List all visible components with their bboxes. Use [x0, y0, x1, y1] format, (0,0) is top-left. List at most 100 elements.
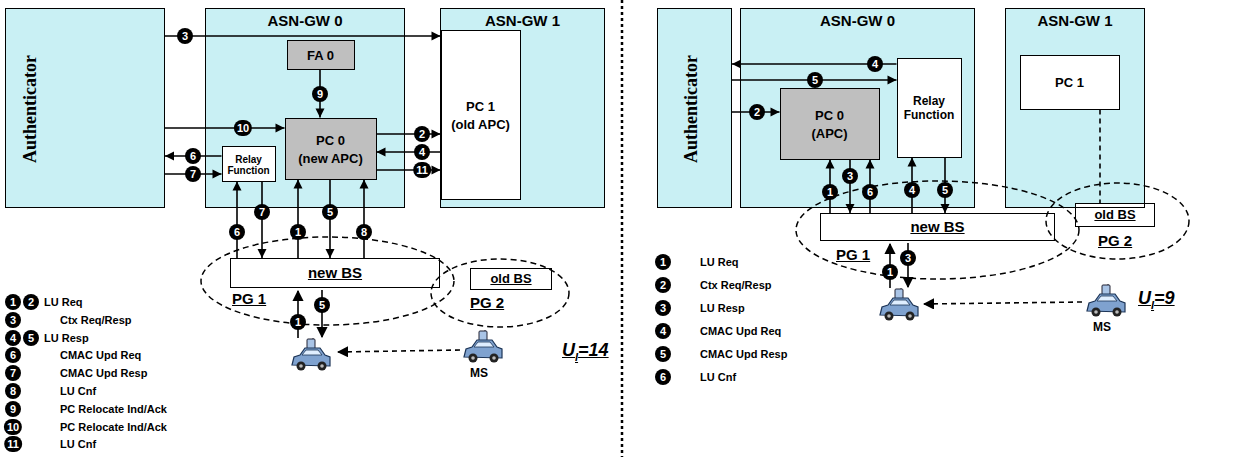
- callout-number: 3: [177, 28, 193, 44]
- callout-number: 4: [867, 56, 883, 72]
- callout-number: 5: [807, 72, 823, 88]
- node-label: (APC): [811, 124, 847, 142]
- arrow-head: [771, 108, 780, 117]
- callout-number: 10: [4, 419, 22, 435]
- arrow-head: [326, 249, 335, 258]
- legend-text: Ctx Req/Resp: [700, 279, 772, 291]
- arrow-head: [258, 249, 267, 258]
- callout-number: 1: [882, 264, 898, 280]
- connector-line: [377, 169, 441, 171]
- arrow-head: [908, 158, 917, 167]
- node-label: Relay Function: [223, 151, 275, 177]
- connector: [1100, 110, 1101, 204]
- connector-line: [377, 133, 441, 135]
- node-label: ASN-GW 1: [441, 9, 604, 29]
- arrow-head: [377, 148, 386, 157]
- arrow-head: [941, 204, 950, 213]
- legend-text: Ctx Req/Resp: [60, 314, 132, 326]
- node-label: new BS: [910, 218, 964, 235]
- car-icon: [292, 336, 330, 371]
- node-label: Relay Function: [898, 92, 961, 123]
- function-box: new BS: [820, 213, 1055, 241]
- connector: [294, 180, 303, 259]
- function-box: Relay Function: [222, 146, 276, 182]
- gateway-box: ASN-GW 0FA 0Relay FunctionPC 0(new APC): [205, 8, 405, 208]
- paging-group-ellipse: PG 2 old BS: [1045, 182, 1190, 260]
- callout-number: 7: [185, 166, 201, 182]
- callout-number: 5: [937, 182, 953, 198]
- function-box: PC 0(APC): [780, 88, 880, 160]
- node-label: ASN-GW 0: [741, 9, 974, 29]
- callout-number: 4: [655, 323, 671, 339]
- connector: [377, 148, 441, 157]
- callout-number: 4: [5, 330, 21, 346]
- function-box: Relay Function: [897, 58, 962, 158]
- callout-number: 11: [4, 436, 22, 452]
- divider-line: [621, 0, 624, 457]
- formula-part: I: [1151, 299, 1154, 311]
- car-icon: [1087, 282, 1125, 317]
- node-label: PC 0: [316, 131, 345, 149]
- node-label: old BS: [490, 272, 531, 287]
- connector: [233, 182, 242, 259]
- callout-number: 8: [5, 383, 21, 399]
- callout-number: 3: [5, 312, 21, 328]
- callout-number: 6: [862, 184, 878, 200]
- arrow-head: [294, 180, 303, 189]
- legend-text: CMAC Upd Req: [700, 325, 781, 337]
- legend-text: LU Cnf: [60, 438, 96, 450]
- function-box: PC 0(new APC): [285, 118, 377, 180]
- car-icon: [880, 286, 918, 321]
- legend-text: PC Relocate Ind/Ack: [60, 421, 167, 433]
- car-icon: [464, 328, 502, 363]
- callout-number: 1: [290, 314, 306, 330]
- connector: [165, 124, 285, 133]
- callout-number: 3: [842, 168, 858, 184]
- arrow-head: [276, 124, 285, 133]
- ellipse-outline: [1046, 183, 1189, 259]
- callout-number: 1: [655, 254, 671, 270]
- function-box: old BS: [470, 268, 552, 290]
- arrow-head: [316, 109, 325, 118]
- callout-number: 4: [904, 182, 920, 198]
- function-box: PC 1: [1020, 55, 1120, 110]
- connector-line: [165, 127, 285, 129]
- callout-number: 5: [23, 330, 39, 346]
- legend-text: LU Cnf: [60, 385, 96, 397]
- arrow-head: [846, 204, 855, 213]
- connector-line: [297, 180, 299, 259]
- callout-number: 5: [655, 346, 671, 362]
- paging-group-ellipse: PG 1new BS: [795, 180, 1080, 280]
- callout-number: 2: [23, 294, 39, 310]
- node-label: (new APC): [298, 149, 363, 167]
- connector-line: [236, 182, 238, 259]
- callout-number: 6: [229, 224, 245, 240]
- callout-number: 2: [414, 126, 430, 142]
- formula-part: I: [575, 351, 578, 363]
- node-label: old BS: [1094, 208, 1135, 223]
- arrow-head: [360, 180, 369, 189]
- formula: UI=9: [1138, 288, 1175, 309]
- legend-text: CMAC Upd Resp: [60, 367, 147, 379]
- ellipse-outline: [201, 237, 454, 325]
- callout-number: 7: [254, 204, 270, 220]
- formula: UI=14: [562, 340, 609, 361]
- callout-number: 2: [655, 277, 671, 293]
- legend-text: CMAC Upd Req: [60, 349, 141, 361]
- legend-text: LU Resp: [44, 332, 89, 344]
- node-label: PC 1: [466, 97, 495, 115]
- legend-text: LU Cnf: [700, 371, 736, 383]
- box-fill: [441, 30, 521, 200]
- ellipse-outline: [431, 259, 569, 327]
- callout-number: 2: [749, 104, 765, 120]
- callout-number: 1: [5, 294, 21, 310]
- node-label: PG 1: [232, 290, 266, 307]
- function-box: FA 0: [287, 40, 355, 70]
- callout-number: 4: [414, 144, 430, 160]
- callout-number: 6: [655, 369, 671, 385]
- device-label: MS: [1093, 320, 1111, 334]
- legend-text: LU Req: [44, 296, 83, 308]
- box-fill: [285, 118, 377, 180]
- node-label: PG 2: [1098, 232, 1132, 249]
